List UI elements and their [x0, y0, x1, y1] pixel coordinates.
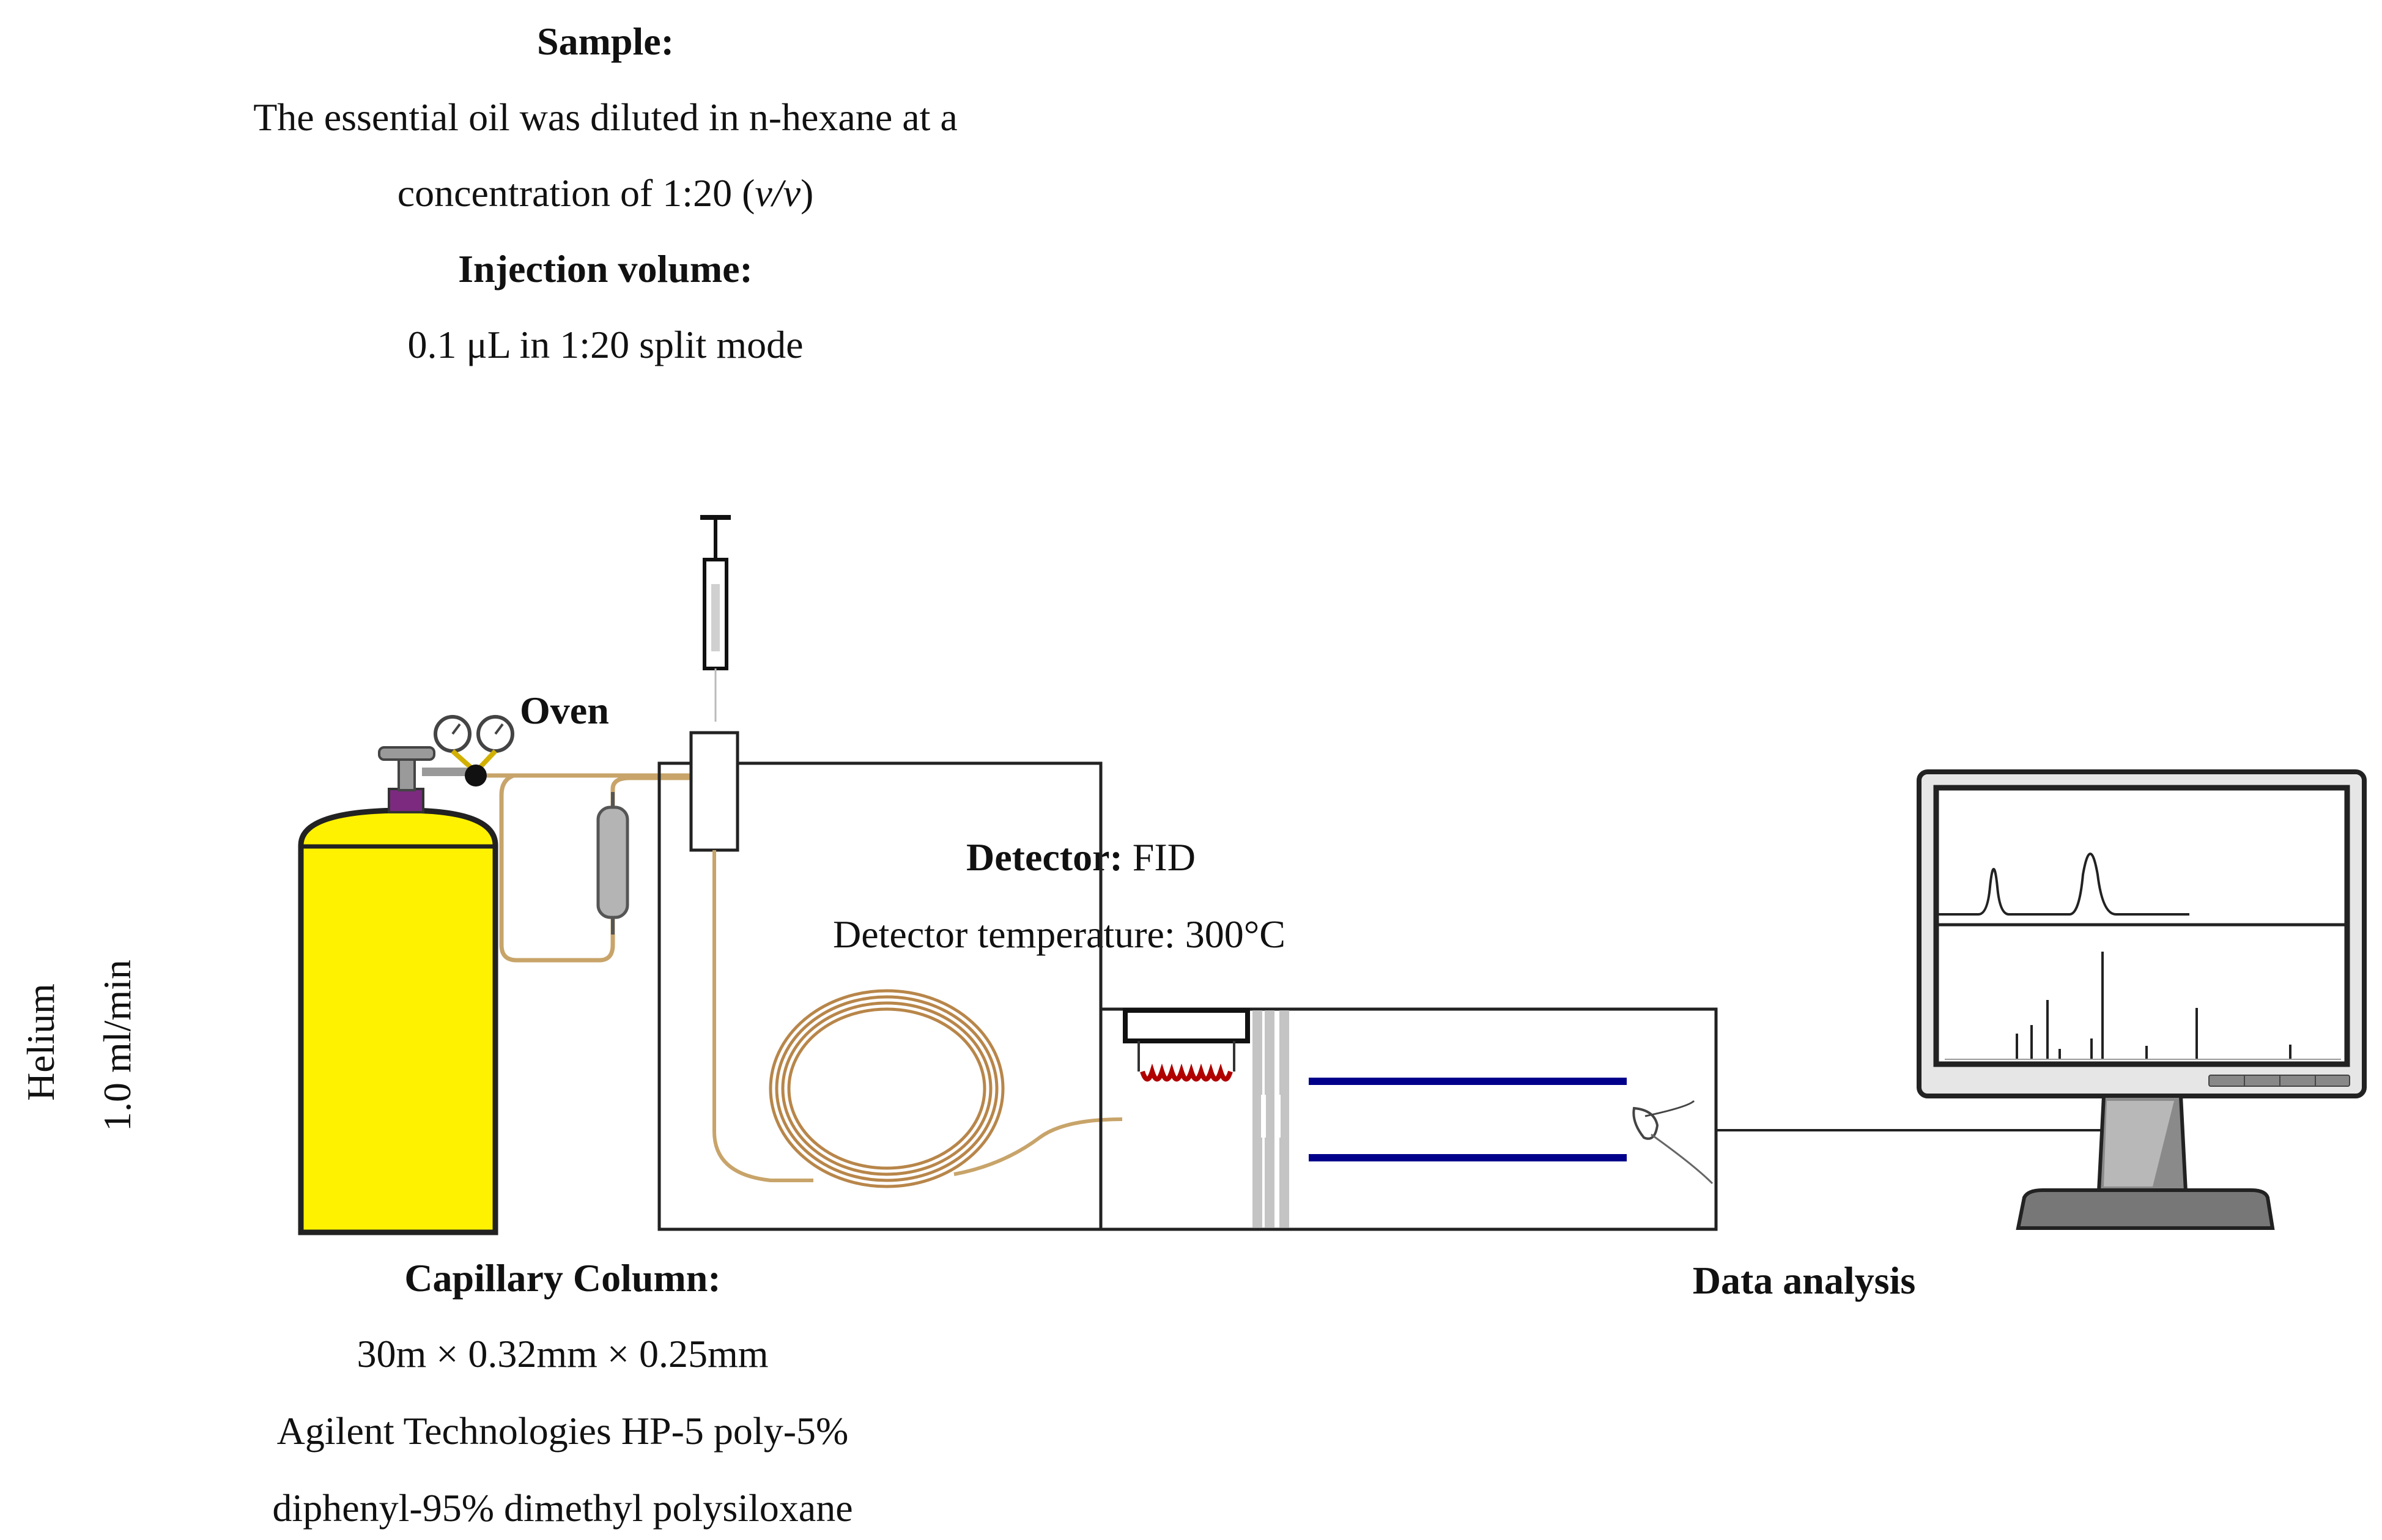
detector-temperature: Detector temperature: 300°C — [833, 913, 1285, 956]
mass-spectrum-icon — [2016, 952, 2291, 1059]
monitor-base-icon — [2016, 1188, 2275, 1230]
column-line-1: Agilent Technologies HP-5 poly-5% — [276, 1409, 849, 1453]
chromatogram-trace-icon — [1939, 853, 2189, 916]
column-line-2: diphenyl-95% dimethyl polysiloxane — [272, 1486, 853, 1530]
gas-cylinder — [298, 746, 498, 1235]
sample-ratio-italic: v/v — [755, 171, 801, 215]
oven-box — [657, 761, 1103, 1231]
computer-monitor — [1917, 769, 2367, 1230]
injection-value: 0.1 μL in 1:20 split mode — [407, 323, 804, 366]
detector-type: FID — [1122, 835, 1196, 879]
data-analysis-label: Data analysis — [1692, 1259, 1916, 1302]
focusing-slits — [1252, 1010, 1289, 1227]
filament-coil-icon — [1140, 1063, 1233, 1082]
column-inlet-tube — [712, 850, 813, 1182]
sample-line-2: concentration of 1:20 (v/v) — [397, 171, 814, 215]
filament-heater — [1123, 1008, 1250, 1082]
pressure-regulator — [422, 715, 514, 787]
ion-collector — [1632, 1100, 1714, 1185]
sample-heading: Sample: — [537, 20, 674, 63]
cylinder-body-icon — [298, 807, 498, 1235]
detector-housing — [1099, 1007, 1718, 1231]
regulator-knob-icon — [465, 764, 487, 787]
column-heading: Capillary Column: — [404, 1256, 721, 1300]
carrier-tubing — [487, 773, 694, 963]
gas-filter-icon — [596, 805, 629, 919]
capillary-column-coil — [769, 989, 1005, 1188]
sample-line-1: The essential oil was diluted in n-hexan… — [253, 95, 958, 139]
column-dimensions: 30m × 0.32mm × 0.25mm — [357, 1332, 769, 1375]
detector-line: Detector: FID — [966, 838, 1196, 877]
column-outlet-tube — [953, 1117, 1123, 1176]
valve-handle-icon — [378, 746, 435, 761]
valve-cap-icon — [388, 788, 424, 813]
gas-filter — [596, 792, 629, 935]
syringe — [700, 515, 731, 722]
oven-label: Oven — [520, 689, 609, 732]
injection-port — [689, 731, 739, 852]
filament-block-icon — [1123, 1008, 1250, 1043]
ion-collector-icon — [1632, 1106, 1659, 1140]
injection-heading: Injection volume: — [458, 247, 753, 291]
detector-heading: Detector: — [966, 835, 1123, 879]
